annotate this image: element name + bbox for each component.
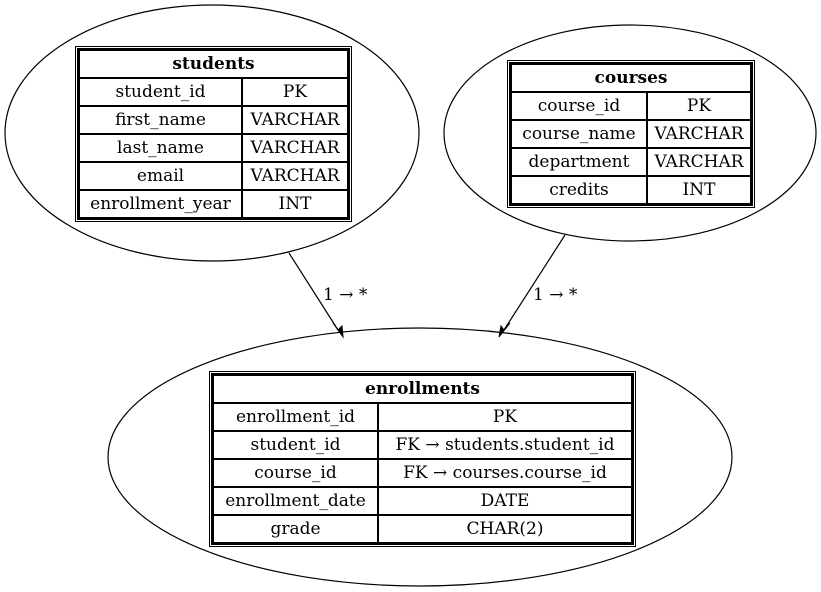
table-row: grade CHAR(2) (213, 515, 632, 543)
relationship-label-courses-enrollments: 1 → * (533, 285, 578, 305)
column-type: PK (242, 78, 348, 106)
table-row: email VARCHAR (79, 162, 348, 190)
table-row: enrollment_date DATE (213, 487, 632, 515)
courses-table: courses course_id PK course_name VARCHAR… (507, 60, 755, 208)
students-table: students student_id PK first_name VARCHA… (75, 46, 352, 222)
column-type: INT (647, 176, 751, 204)
column-type: DATE (378, 487, 632, 515)
column-type: CHAR(2) (378, 515, 632, 543)
students-node-ellipse (4, 4, 420, 262)
column-name: enrollment_year (79, 190, 242, 218)
column-name: credits (511, 176, 647, 204)
column-name: course_name (511, 120, 647, 148)
courses-table-title: courses (511, 64, 751, 92)
table-row: course_name VARCHAR (511, 120, 751, 148)
table-row: enrollment_year INT (79, 190, 348, 218)
table-row: first_name VARCHAR (79, 106, 348, 134)
edge-students-enrollments-arrowhead (332, 322, 344, 339)
enrollments-table: enrollments enrollment_id PK student_id … (209, 371, 636, 547)
column-type: INT (242, 190, 348, 218)
edge-courses-enrollments-arrowhead (498, 322, 511, 338)
relationship-label-students-enrollments: 1 → * (323, 285, 368, 305)
table-row: credits INT (511, 176, 751, 204)
column-name: course_id (213, 459, 378, 487)
column-type: VARCHAR (647, 148, 751, 176)
table-row: enrollment_id PK (213, 403, 632, 431)
enrollments-node-ellipse (107, 327, 733, 587)
column-name: last_name (79, 134, 242, 162)
column-name: student_id (79, 78, 242, 106)
table-row: student_id PK (79, 78, 348, 106)
table-row: last_name VARCHAR (79, 134, 348, 162)
column-type: VARCHAR (647, 120, 751, 148)
courses-node-ellipse (443, 24, 817, 242)
table-header-row: students (79, 50, 348, 78)
table-header-row: enrollments (213, 375, 632, 403)
edge-courses-enrollments (503, 234, 566, 331)
column-name: student_id (213, 431, 378, 459)
table-header-row: courses (511, 64, 751, 92)
column-type: PK (647, 92, 751, 120)
enrollments-table-title: enrollments (213, 375, 632, 403)
column-name: email (79, 162, 242, 190)
column-type: VARCHAR (242, 162, 348, 190)
column-name: enrollment_id (213, 403, 378, 431)
column-type: VARCHAR (242, 106, 348, 134)
column-type: FK → courses.course_id (378, 459, 632, 487)
column-type: PK (378, 403, 632, 431)
table-row: course_id PK (511, 92, 751, 120)
column-name: grade (213, 515, 378, 543)
students-table-title: students (79, 50, 348, 78)
column-name: course_id (511, 92, 647, 120)
table-row: student_id FK → students.student_id (213, 431, 632, 459)
column-name: department (511, 148, 647, 176)
column-name: enrollment_date (213, 487, 378, 515)
column-name: first_name (79, 106, 242, 134)
column-type: FK → students.student_id (378, 431, 632, 459)
table-row: course_id FK → courses.course_id (213, 459, 632, 487)
edge-students-enrollments (288, 252, 339, 331)
table-row: department VARCHAR (511, 148, 751, 176)
column-type: VARCHAR (242, 134, 348, 162)
